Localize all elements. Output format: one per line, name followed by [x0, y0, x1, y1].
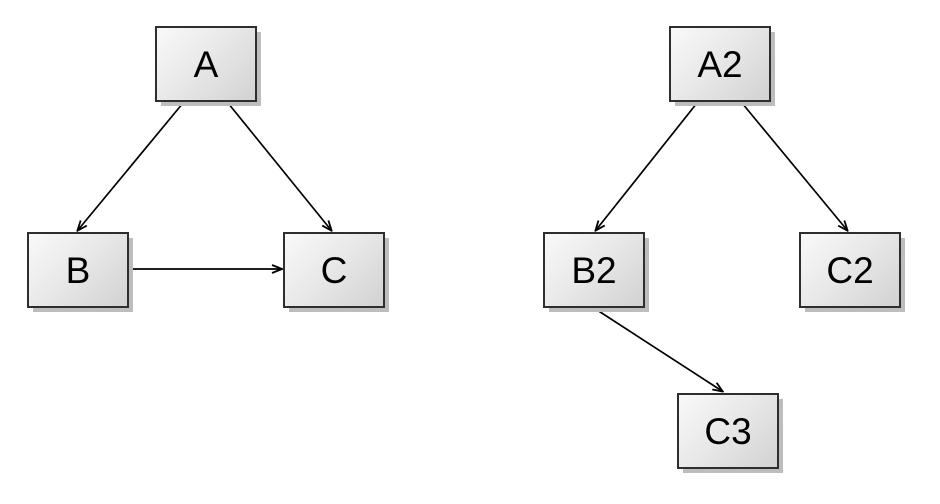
node-B2: B2	[543, 232, 645, 308]
node-A: A	[155, 26, 257, 102]
node-C3: C3	[677, 393, 779, 469]
node-C3-label: C3	[704, 410, 752, 452]
node-A2-label: A2	[697, 43, 743, 85]
node-C-label: C	[320, 249, 348, 291]
edge-A2-C2	[741, 102, 847, 230]
edge-A-B	[78, 102, 184, 230]
node-B: B	[27, 232, 129, 308]
node-B2-label: B2	[571, 249, 617, 291]
node-B-label: B	[65, 249, 91, 291]
node-C2-label: C2	[826, 249, 874, 291]
node-C: C	[283, 232, 385, 308]
edge-A2-B2	[596, 102, 698, 230]
node-A2: A2	[669, 26, 771, 102]
node-C2: C2	[799, 232, 901, 308]
edge-A-C	[227, 102, 331, 230]
node-A-label: A	[193, 43, 219, 85]
edge-B2-C3	[593, 307, 722, 391]
